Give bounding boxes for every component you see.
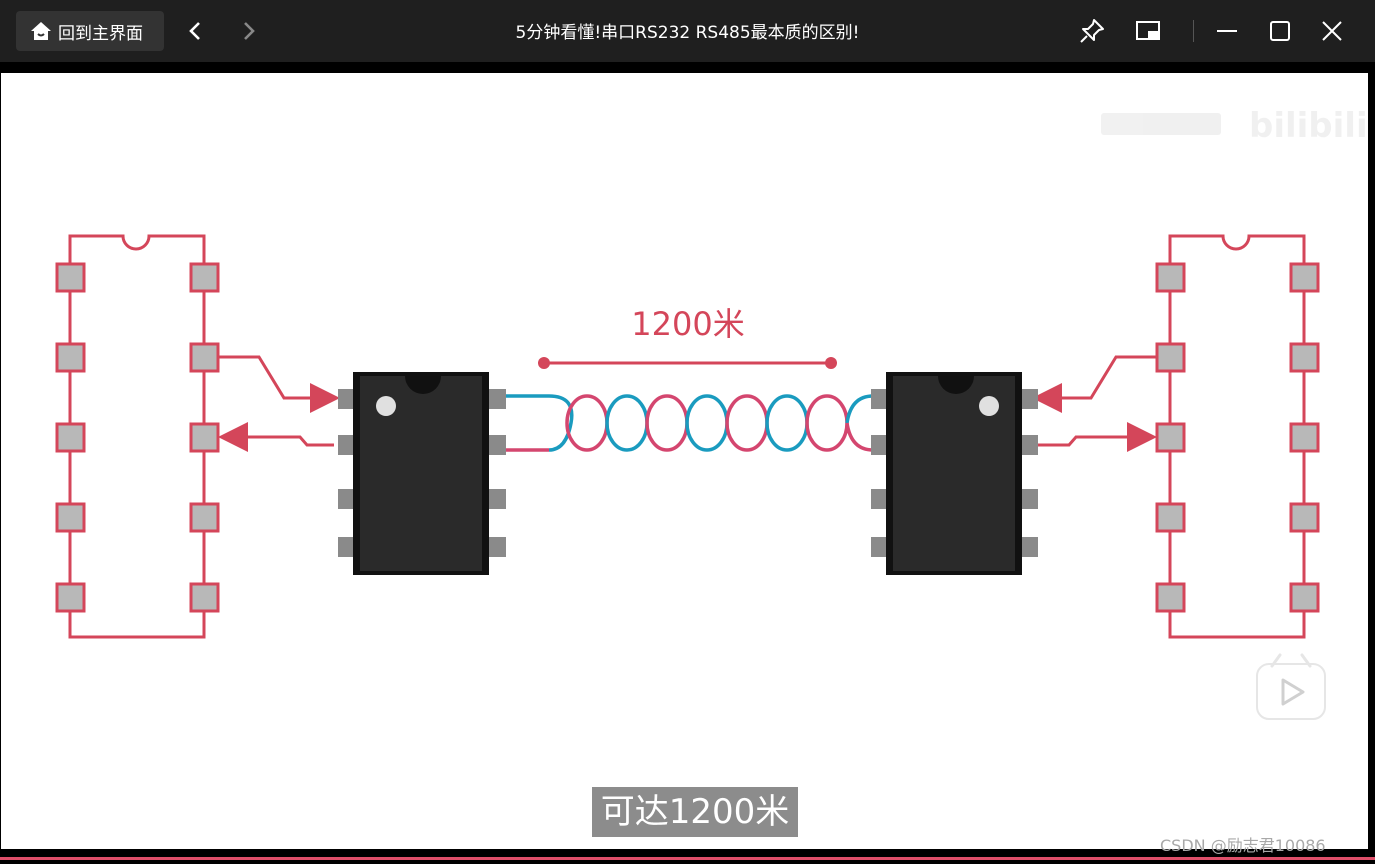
distance-label: 1200米 (631, 305, 744, 343)
home-icon (31, 22, 51, 40)
video-player[interactable]: bilibili 1200米 (1, 73, 1368, 849)
home-button[interactable]: 回到主界面 (16, 11, 164, 51)
close-icon[interactable] (1317, 16, 1347, 46)
control-separator (1193, 20, 1194, 42)
signal-arrows (218, 355, 1157, 452)
title-bar: 回到主界面 5分钟看懂!串口RS232 RS485最本质的区别! (0, 0, 1375, 62)
distance-marker (538, 357, 837, 369)
right-dip-chip (1168, 234, 1306, 639)
twisted-pair-cable (503, 394, 874, 452)
maximize-icon[interactable] (1265, 16, 1295, 46)
subtitle: 可达1200米 (592, 787, 798, 837)
chevron-left-icon[interactable] (182, 17, 210, 45)
left-dip-chip (68, 234, 206, 639)
home-button-label: 回到主界面 (58, 23, 143, 44)
left-transceiver-ic (338, 372, 506, 575)
chevron-right-icon[interactable] (234, 17, 262, 45)
right-transceiver-ic (871, 372, 1038, 575)
minimize-icon[interactable] (1212, 16, 1242, 46)
svg-text:bilibili: bilibili (1249, 106, 1368, 146)
left-chip-pads (55, 262, 220, 613)
play-icon[interactable] (1256, 653, 1326, 720)
video-frame: bilibili 1200米 (55, 106, 1368, 720)
csdn-watermark: CSDN @励志君10086 (1160, 836, 1326, 855)
pin-icon[interactable] (1077, 16, 1107, 46)
progress-bar[interactable] (0, 857, 1375, 860)
picture-in-picture-icon[interactable] (1133, 16, 1163, 46)
window-title: 5分钟看懂!串口RS232 RS485最本质的区别! (515, 23, 860, 43)
brand-logo: bilibili (1101, 106, 1368, 146)
right-chip-pads (1155, 262, 1320, 613)
